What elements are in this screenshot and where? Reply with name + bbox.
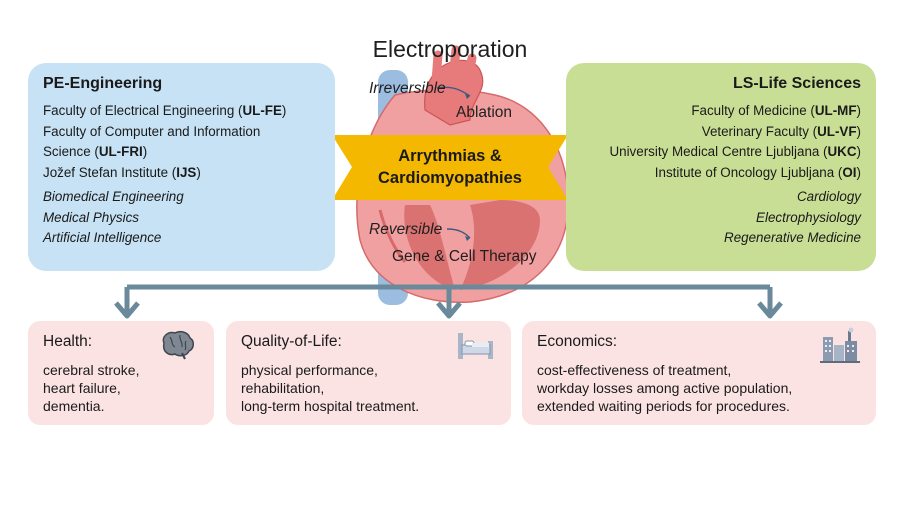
field-artificial-intelligence: Artificial Intelligence <box>43 230 162 245</box>
org-oi: Institute of Oncology Ljubljana (OI) <box>654 164 861 180</box>
factory-icon <box>820 327 860 363</box>
field-regenerative-medicine: Regenerative Medicine <box>724 230 861 245</box>
quality-item: rehabilitation, <box>241 380 325 396</box>
irreversible-label: Irreversible <box>369 80 446 97</box>
quality-item: long-term hospital treatment. <box>241 398 420 414</box>
economics-item: workday losses among active population, <box>537 380 793 396</box>
reversible-label: Reversible <box>369 221 443 238</box>
arrow-head-economics <box>757 301 783 319</box>
irreversible-flow-arrow <box>436 86 471 97</box>
org-ul-vf: Veterinary Faculty (UL-VF) <box>701 123 861 139</box>
org-ul-fe: Faculty of Electrical Engineering (UL-FE… <box>43 103 287 118</box>
field-cardiology: Cardiology <box>796 189 861 204</box>
arrow-head-quality <box>436 301 462 319</box>
ls-life-sciences-panel: LS-Life Sciences Faculty of Medicine (UL… <box>566 63 876 271</box>
org-ijs: Jožef Stefan Institute (IJS) <box>43 164 201 180</box>
ventricle-left-shape <box>404 205 455 290</box>
field-medical-physics: Medical Physics <box>43 209 139 225</box>
field-biomedical-engineering: Biomedical Engineering <box>43 189 184 204</box>
ls-heading: LS-Life Sciences <box>732 75 861 92</box>
economics-item: extended waiting periods for procedures. <box>537 398 790 414</box>
health-item: cerebral stroke, <box>43 362 140 378</box>
arteries-shape <box>430 45 477 100</box>
economics-item: cost-effectiveness of treatment, <box>537 362 732 378</box>
pe-heading: PE-Engineering <box>43 75 163 92</box>
hospital-bed-icon <box>458 333 493 359</box>
quality-of-life-box: Quality-of-Life: physical performance, r… <box>226 321 511 425</box>
arrythmias-label: Arrythmias & Cardiomyopathies <box>378 147 522 187</box>
org-ul-fri-line2: Science (UL-FRI) <box>43 144 148 159</box>
ventricle-right-shape <box>460 200 540 290</box>
reversible-arrowhead <box>465 236 470 241</box>
org-ul-mf: Faculty of Medicine (UL-MF) <box>691 103 861 118</box>
economics-title: Economics: <box>537 333 618 350</box>
quality-title: Quality-of-Life: <box>241 333 342 350</box>
brain-icon <box>162 330 194 360</box>
quality-item: physical performance, <box>241 362 378 378</box>
pe-engineering-panel: PE-Engineering Faculty of Electrical Eng… <box>28 63 335 271</box>
org-ul-fri-line1: Faculty of Computer and Information <box>43 123 261 139</box>
distribution-arrows <box>114 284 783 319</box>
irreversible-arrowhead <box>465 94 470 99</box>
ablation-label: Ablation <box>456 104 513 121</box>
page-title: Electroporation <box>372 36 528 62</box>
septum-shape <box>378 209 407 263</box>
reversible-flow-arrow <box>446 228 471 239</box>
health-item: dementia. <box>43 398 105 414</box>
org-ukc: University Medical Centre Ljubljana (UKC… <box>609 144 861 159</box>
health-item: heart failure, <box>43 380 121 396</box>
center-band <box>332 135 568 200</box>
arrow-head-health <box>114 301 140 319</box>
economics-box: Economics: cost-effectiveness of treatme… <box>522 321 876 425</box>
gene-cell-therapy-label: Gene & Cell Therapy <box>392 248 537 265</box>
health-title: Health: <box>43 333 93 350</box>
health-box: Health: cerebral stroke, heart failure, … <box>28 321 214 425</box>
field-electrophysiology: Electrophysiology <box>756 209 861 225</box>
